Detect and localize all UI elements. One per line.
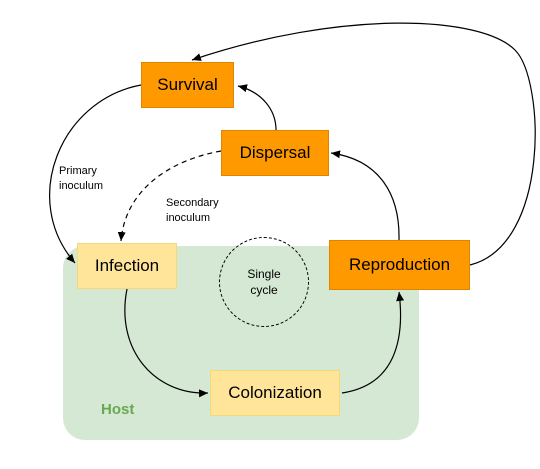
arrow-infection-to-colonization bbox=[124, 288, 209, 398]
arrow-survival-to-infection-primary bbox=[49, 84, 142, 264]
node-survival: Survival bbox=[141, 62, 234, 108]
node-infection: Infection bbox=[77, 243, 177, 289]
label-secondary-inoculum: Secondary inoculum bbox=[166, 197, 219, 224]
arrow-dispersal-to-infection-secondary bbox=[117, 150, 222, 242]
node-colonization: Colonization bbox=[210, 370, 340, 416]
node-reproduction: Reproduction bbox=[329, 240, 470, 290]
node-dispersal: Dispersal bbox=[221, 130, 329, 176]
arrow-reproduction-to-survival bbox=[191, 22, 536, 266]
label-primary-inoculum: Primary inoculum bbox=[59, 165, 104, 192]
arrow-dispersal-to-survival bbox=[237, 84, 277, 131]
host-label: Host bbox=[101, 401, 135, 418]
arrow-reproduction-to-dispersal bbox=[330, 150, 400, 241]
single-cycle-circle: Single cycle bbox=[219, 237, 309, 327]
arrow-colonization-to-reproduction bbox=[341, 291, 405, 394]
